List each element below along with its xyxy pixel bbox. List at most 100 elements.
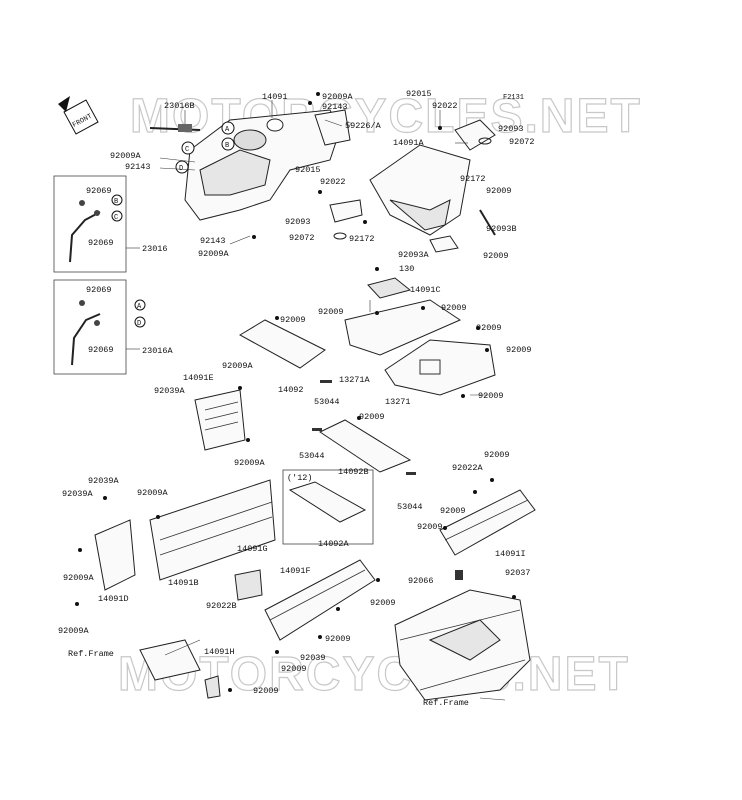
label-92009a: 92009A: [63, 573, 95, 583]
panel-14092b: [312, 419, 416, 475]
cable-23016b: [149, 124, 201, 132]
label-92039: 92039: [300, 653, 326, 663]
cable-box-23016: B C: [53, 175, 127, 273]
clip-92066: [455, 570, 463, 580]
label-92039a: 92039A: [88, 476, 120, 486]
cover-14091c: [367, 277, 412, 299]
label-13271a: 13271A: [339, 375, 371, 385]
label-12: ('12): [287, 473, 313, 483]
label-92039a: 92039A: [62, 489, 94, 499]
cable-box-23016a: A D: [53, 279, 146, 375]
label-92072: 92072: [509, 137, 535, 147]
label-23016: 23016: [142, 244, 168, 254]
label-14092b: 14092B: [338, 467, 369, 477]
ref-frame-right: Ref.Frame: [423, 698, 469, 708]
fasteners: [75, 92, 516, 692]
front-arrow-icon: FRONT: [58, 96, 99, 135]
label-92037: 92037: [505, 568, 531, 578]
label-92009: 92009: [506, 345, 532, 355]
label-92009: 92009: [370, 598, 396, 608]
label-92066: 92066: [408, 576, 434, 586]
dash-panel-14091: [184, 109, 351, 221]
side-panel-14091b: [149, 479, 276, 581]
label-92009: 92009: [441, 303, 467, 313]
label-92022: 92022: [320, 177, 346, 187]
label-92093: 92093: [285, 217, 311, 227]
label-14091: 14091: [262, 92, 288, 102]
label-92022a: 92022A: [452, 463, 484, 473]
label-14091c: 14091C: [410, 285, 441, 295]
svg-text:C: C: [114, 214, 118, 222]
label-92009a: 92009A: [222, 361, 254, 371]
panel-14092: [238, 319, 332, 383]
label-92143: 92143: [322, 102, 348, 112]
label-92093b: 92093B: [486, 224, 517, 234]
label-14091g: 14091G: [237, 544, 268, 554]
label-92069: 92069: [86, 186, 112, 196]
part-labels: 14091 23016B 92009A 92143 59226/A 92015 …: [58, 89, 535, 708]
svg-text:A: A: [225, 126, 230, 134]
leader-lines: [126, 100, 506, 701]
label-92015: 92015: [295, 165, 321, 175]
label-92009: 92009: [318, 307, 344, 317]
svg-text:D: D: [137, 320, 141, 328]
label-14092: 14092: [278, 385, 304, 395]
label-92009: 92009: [325, 634, 351, 644]
diagram-code: F2131: [503, 94, 524, 102]
watermark-top: MOTORCYCLES.NET: [130, 90, 642, 143]
label-92093: 92093: [498, 124, 524, 134]
svg-text:B: B: [114, 198, 118, 206]
label-53044: 53044: [299, 451, 325, 461]
floor-13271a: [344, 299, 462, 356]
label-14091f: 14091F: [280, 566, 311, 576]
label-130: 130: [399, 264, 414, 274]
label-14092a: 14092A: [318, 539, 350, 549]
label-14091h: 14091H: [204, 647, 235, 657]
label-53044: 53044: [314, 397, 340, 407]
label-92069: 92069: [86, 285, 112, 295]
label-92039a: 92039A: [154, 386, 186, 396]
label-92069: 92069: [88, 238, 114, 248]
label-14091d: 14091D: [98, 594, 129, 604]
label-92009a: 92009A: [137, 488, 169, 498]
label-92172: 92172: [460, 174, 486, 184]
label-92022b: 92022B: [206, 601, 237, 611]
watermark-bottom: MOTORCYCLES.NET: [118, 648, 630, 701]
label-92009a: 92009A: [322, 92, 354, 102]
label-53044: 53044: [397, 502, 423, 512]
label-92009: 92009: [486, 186, 512, 196]
label-92009: 92009: [280, 315, 306, 325]
label-92009a: 92009A: [198, 249, 230, 259]
svg-text:A: A: [137, 303, 142, 311]
cover-14091g: [234, 569, 263, 601]
label-92009a: 92009A: [58, 626, 90, 636]
label-59226a: 59226/A: [345, 121, 382, 131]
label-92009: 92009: [483, 251, 509, 261]
label-92172: 92172: [349, 234, 375, 244]
label-23016b: 23016B: [164, 101, 195, 111]
label-92009a: 92009A: [110, 151, 142, 161]
label-92009: 92009: [359, 412, 385, 422]
svg-text:C: C: [185, 146, 189, 154]
label-92009: 92009: [440, 506, 466, 516]
label-92072: 92072: [289, 233, 315, 243]
label-92143: 92143: [200, 236, 226, 246]
floor-13271: [384, 339, 496, 396]
label-14091i: 14091I: [495, 549, 526, 559]
label-92009: 92009: [476, 323, 502, 333]
bracket-14091h: [139, 639, 221, 699]
label-92015: 92015: [406, 89, 432, 99]
panel-14091e: [194, 389, 246, 451]
side-panel-14091i: [439, 489, 536, 556]
label-13271: 13271: [385, 397, 411, 407]
label-92143: 92143: [125, 162, 151, 172]
label-92009: 92009: [478, 391, 504, 401]
ref-frame-left: Ref.Frame: [68, 649, 114, 659]
label-14091b: 14091B: [168, 578, 199, 588]
label-92093a: 92093A: [398, 250, 430, 260]
side-panel-14091d: [94, 519, 136, 591]
panel-14092a: [282, 469, 374, 545]
label-92009: 92009: [484, 450, 510, 460]
svg-text:B: B: [225, 142, 229, 150]
